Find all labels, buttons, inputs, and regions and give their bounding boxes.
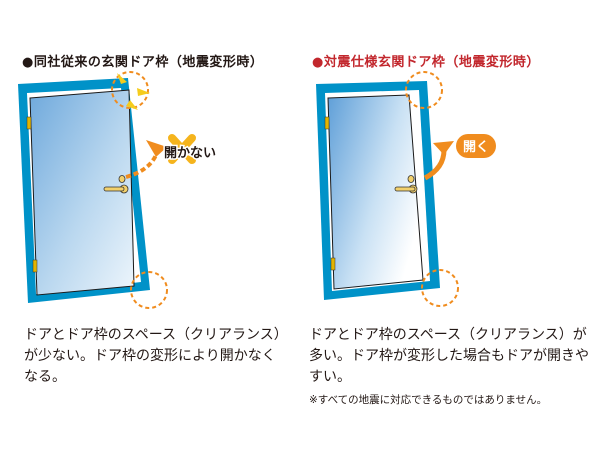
left-heading: ●同社従来の玄関ドア枠（地震変形時） <box>22 55 264 70</box>
right-bottom-corner-circle <box>421 269 459 307</box>
right-top-corner-circle <box>405 71 443 109</box>
right-door-leaf <box>327 94 424 290</box>
left-callout-label: 開かない <box>164 146 216 161</box>
right-callout-label: 開く <box>463 140 489 155</box>
left-bottom-corner-circle <box>130 271 168 309</box>
left-door-leaf <box>29 89 135 296</box>
left-description: ドアとドア枠のスペース（クリアランス）が少ない。ドア枠の変形により開かなくなる。 <box>24 327 281 385</box>
left-hinge-top <box>26 116 32 130</box>
left-hinge-bottom <box>32 259 38 273</box>
warning-flash-icon <box>117 73 150 110</box>
right-door-handle <box>394 175 418 194</box>
right-arrowhead-icon <box>433 141 454 155</box>
right-hinge-top <box>324 116 330 130</box>
right-description: ドアとドア枠のスペース（クリアランス）が多い。ドア枠が変形した場合もドアが開きや… <box>309 327 589 385</box>
cross-mark-icon <box>168 134 196 164</box>
right-hinge-bottom <box>330 257 336 271</box>
right-heading: ●対震仕様玄関ドア枠（地震変形時） <box>312 55 540 70</box>
left-door-handle <box>103 175 129 194</box>
disclaimer-note: ※すべての地震に対応できるものではありません。 <box>309 394 548 406</box>
right-callout-badge: 開く <box>456 134 496 158</box>
left-arrowhead-icon <box>146 140 167 157</box>
left-top-corner-circle <box>111 71 149 109</box>
